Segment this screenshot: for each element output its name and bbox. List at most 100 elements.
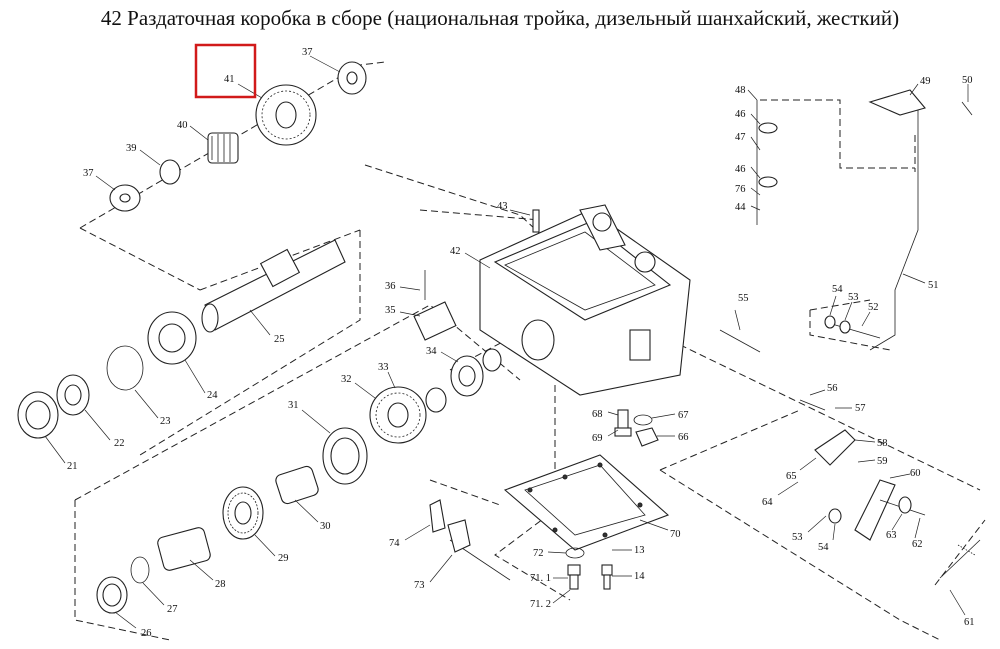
callout-label: 22 <box>114 438 125 449</box>
shaft-25 <box>201 239 346 333</box>
highlight-box <box>194 43 257 99</box>
shift-lever-49 <box>868 89 926 351</box>
gear-29 <box>222 486 264 540</box>
snap-ring-39 <box>159 159 181 185</box>
shift-rod-73 <box>447 519 511 581</box>
spring-61 <box>939 539 981 579</box>
shift-fork-74 <box>429 499 446 533</box>
callout-label: 30 <box>320 521 331 532</box>
callout-label: 61 <box>964 617 975 628</box>
callout-label: 49 <box>920 76 931 87</box>
callout-label: 68 <box>592 409 603 420</box>
callout-label: 43 <box>497 201 508 212</box>
bolt-50 <box>961 101 973 116</box>
sleeve-31 <box>322 427 368 485</box>
callout-label: 37 <box>83 168 94 179</box>
callout-label: 29 <box>278 553 289 564</box>
cover-plate-70 <box>503 454 670 551</box>
pin-43 <box>532 209 540 233</box>
callout-label: 21 <box>67 461 78 472</box>
sleeve-28 <box>157 527 211 571</box>
callout-label: 71. 1 <box>530 573 551 584</box>
callout-label: 27 <box>167 604 178 615</box>
callout-label: 65 <box>786 471 797 482</box>
callout-label: 50 <box>962 75 973 86</box>
callout-label: 56 <box>827 383 838 394</box>
circlip-23 <box>106 345 144 391</box>
callout-label: 47 <box>735 132 746 143</box>
rod-48-44 <box>756 100 778 225</box>
callout-label: 34 <box>426 346 437 357</box>
callout-label: 24 <box>207 390 218 401</box>
callout-label: 46 <box>735 109 746 120</box>
callout-label: 59 <box>877 456 888 467</box>
callout-label: 54 <box>832 284 843 295</box>
seal-26 <box>96 576 128 614</box>
bolt-14 <box>601 564 613 590</box>
gear-41 <box>255 84 317 146</box>
lever-58 <box>799 399 856 466</box>
bolt-68 <box>614 409 632 437</box>
callout-label: 72 <box>533 548 544 559</box>
callout-label: 55 <box>738 293 749 304</box>
callout-label: 33 <box>378 362 389 373</box>
callout-label: 32 <box>341 374 352 385</box>
callout-label: 64 <box>762 497 773 508</box>
callout-label: 13 <box>634 545 645 556</box>
nut-66 <box>633 414 659 447</box>
callout-label: 52 <box>868 302 879 313</box>
callout-label: 37 <box>302 47 313 58</box>
callout-label: 26 <box>141 628 152 639</box>
bearing-34 <box>425 348 502 413</box>
bushing-30 <box>275 465 319 505</box>
callout-label: 60 <box>910 468 921 479</box>
callout-label: 57 <box>855 403 866 414</box>
callout-label: 53 <box>848 292 859 303</box>
needle-bearing-40 <box>207 132 239 164</box>
callout-label: 66 <box>678 432 689 443</box>
callout-label: 58 <box>877 438 888 449</box>
callout-label: 28 <box>215 579 226 590</box>
lever-60 <box>828 479 926 541</box>
gear-33 <box>369 386 427 444</box>
callout-label: 54 <box>818 542 829 553</box>
bearing-24 <box>147 311 197 365</box>
callout-label: 44 <box>735 202 746 213</box>
callout-label: 51 <box>928 280 939 291</box>
callout-label: 46 <box>735 164 746 175</box>
washer-37-left <box>109 184 141 212</box>
bearing-22 <box>56 374 90 416</box>
callout-label: 35 <box>385 305 396 316</box>
callout-label: 48 <box>735 85 746 96</box>
callout-label: 53 <box>792 532 803 543</box>
callout-label: 40 <box>177 120 188 131</box>
callout-labels: 37 41 40 39 37 25 24 23 22 21 36 35 43 4… <box>44 47 975 639</box>
seal-21 <box>17 391 59 439</box>
callout-label: 31 <box>288 400 299 411</box>
callout-label: 67 <box>678 410 689 421</box>
callout-label: 74 <box>389 538 400 549</box>
shaft-55 <box>719 329 761 353</box>
callout-label: 63 <box>886 530 897 541</box>
callout-label: 23 <box>160 416 171 427</box>
callout-label: 41 <box>224 74 235 85</box>
callout-label: 42 <box>450 246 461 257</box>
callout-label: 62 <box>912 539 923 550</box>
callout-label: 25 <box>274 334 285 345</box>
circlip-27 <box>130 556 150 584</box>
callout-label: 73 <box>414 580 425 591</box>
bolt-71-1 <box>567 564 581 590</box>
page-title: 42 Раздаточная коробка в сборе (национал… <box>100 6 900 30</box>
callout-label: 39 <box>126 143 137 154</box>
gearbox-housing-42 <box>479 204 691 396</box>
callout-label: 69 <box>592 433 603 444</box>
callout-label: 71. 2 <box>530 599 551 610</box>
pin-52-54 <box>824 315 881 339</box>
washer-37-top <box>337 61 367 95</box>
callout-label: 76 <box>735 184 746 195</box>
callout-label: 14 <box>634 571 645 582</box>
callout-label: 36 <box>385 281 396 292</box>
bushing-35 <box>413 301 457 341</box>
callout-label: 70 <box>670 529 681 540</box>
